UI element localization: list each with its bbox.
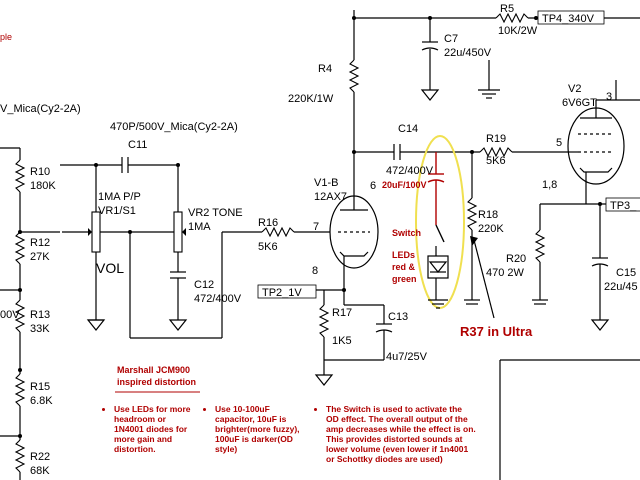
label-jcm900-sub: inspired distortion — [117, 377, 196, 387]
label-r17-value: 1K5 — [332, 335, 352, 347]
label-r19-value: 5K6 — [486, 155, 506, 167]
label-pin7: 7 — [313, 221, 319, 233]
label-r20: R20 — [506, 253, 526, 265]
label-r12-value: 27K — [30, 251, 50, 263]
label-v1b-value: 12AX7 — [314, 191, 347, 203]
label-sample-fragment: ple — [0, 32, 12, 42]
note-leds: Use LEDs for more headroom or 1N4001 dio… — [104, 404, 194, 454]
note-capacitor-text: Use 10-100uF capacitor, 10uF is brighter… — [215, 404, 305, 454]
label-r12: R12 — [30, 237, 50, 249]
label-c15: C15 — [616, 267, 636, 279]
label-vr2: VR2 TONE — [188, 207, 243, 219]
label-left-00v: 00V — [0, 309, 20, 321]
note-switch: The Switch is used to activate the OD ef… — [316, 404, 476, 464]
label-r10-value: 180K — [30, 180, 56, 192]
label-r15-value: 6.8K — [30, 395, 53, 407]
left-resistor-chain — [0, 147, 60, 480]
label-tp3: TP3_ — [610, 200, 637, 212]
label-tp2: TP2_1V — [262, 287, 302, 299]
label-v2-value: 6V6GT — [562, 97, 597, 109]
resistor-r19 — [479, 146, 570, 158]
label-r20-value: 470 2W — [486, 267, 525, 279]
label-c14-value: 472/400V — [386, 165, 434, 177]
label-leds-2: red & — [392, 262, 416, 272]
label-r15: R15 — [30, 381, 50, 393]
label-vr1-a: 1MA P/P — [98, 191, 141, 203]
label-r16-value: 5K6 — [258, 241, 278, 253]
label-vr2-value: 1MA — [188, 221, 211, 233]
label-r37-in-ultra: R37 in Ultra — [460, 324, 533, 339]
label-r19: R19 — [486, 133, 506, 145]
note-capacitor: Use 10-100uF capacitor, 10uF is brighter… — [205, 404, 305, 454]
label-c7: C7 — [444, 33, 458, 45]
r37-arrow — [470, 236, 495, 319]
tube-v2 — [532, 80, 640, 331]
volume-pot-vr1 — [60, 163, 106, 331]
label-r17: R17 — [332, 307, 352, 319]
label-v2: V2 — [568, 83, 581, 95]
capacitor-c11 — [96, 157, 180, 212]
capacitor-c14 — [354, 144, 480, 160]
label-v1b: V1-B — [314, 177, 338, 189]
label-r22-value: 68K — [30, 465, 50, 477]
label-mica-left: V_Mica(Cy2-2A) — [0, 103, 81, 115]
label-c13-value: 4u7/25V — [386, 351, 428, 363]
label-mica-470p: 470P/500V_Mica(Cy2-2A) — [110, 121, 238, 133]
resistor-r16 — [261, 226, 330, 238]
label-pin8: 8 — [312, 265, 318, 277]
label-c14-alt: 20uF/100V — [382, 180, 427, 190]
label-c7-value: 22u/450V — [444, 47, 492, 59]
label-pin6: 6 — [370, 180, 376, 192]
resistor-r4 — [348, 10, 496, 196]
label-r18-value: 220K — [478, 223, 504, 235]
label-jcm900: Marshall JCM900 — [117, 365, 190, 375]
label-switch: Switch — [392, 228, 421, 238]
label-leds-1: LEDs — [392, 250, 415, 260]
label-r5: R5 — [500, 3, 514, 15]
label-c13: C13 — [388, 311, 408, 323]
label-vr1-b: VR1/S1 — [98, 205, 136, 217]
label-r4: R4 — [318, 63, 332, 75]
label-r16: R16 — [258, 217, 278, 229]
label-c14: C14 — [398, 123, 418, 135]
label-c15-value: 22u/45 — [604, 281, 638, 293]
label-pin3: 3 — [606, 91, 612, 103]
label-c12-value: 472/400V — [194, 293, 242, 305]
switched-diode-section — [415, 135, 465, 309]
label-r18: R18 — [478, 209, 498, 221]
tone-pot-vr2 — [100, 211, 262, 339]
label-vol: VOL — [96, 260, 124, 276]
label-r13-value: 33K — [30, 323, 50, 335]
label-pin18: 1,8 — [542, 179, 557, 191]
label-r13: R13 — [30, 309, 50, 321]
note-switch-text: The Switch is used to activate the OD ef… — [326, 404, 476, 464]
label-r5-value: 10K/2W — [498, 25, 538, 37]
tube-v1b — [329, 195, 379, 290]
note-leds-text: Use LEDs for more headroom or 1N4001 dio… — [114, 404, 194, 454]
label-r10: R10 — [30, 166, 50, 178]
label-c12: C12 — [194, 279, 214, 291]
cathode-circuit — [294, 288, 393, 386]
label-r22: R22 — [30, 451, 50, 463]
label-c11: C11 — [128, 139, 147, 151]
capacitor-c7 — [420, 16, 500, 101]
label-leds-3: green — [392, 274, 417, 284]
label-pin5: 5 — [556, 137, 562, 149]
label-tp4: TP4_340V — [542, 13, 595, 25]
label-r4-value: 220K/1W — [288, 93, 334, 105]
